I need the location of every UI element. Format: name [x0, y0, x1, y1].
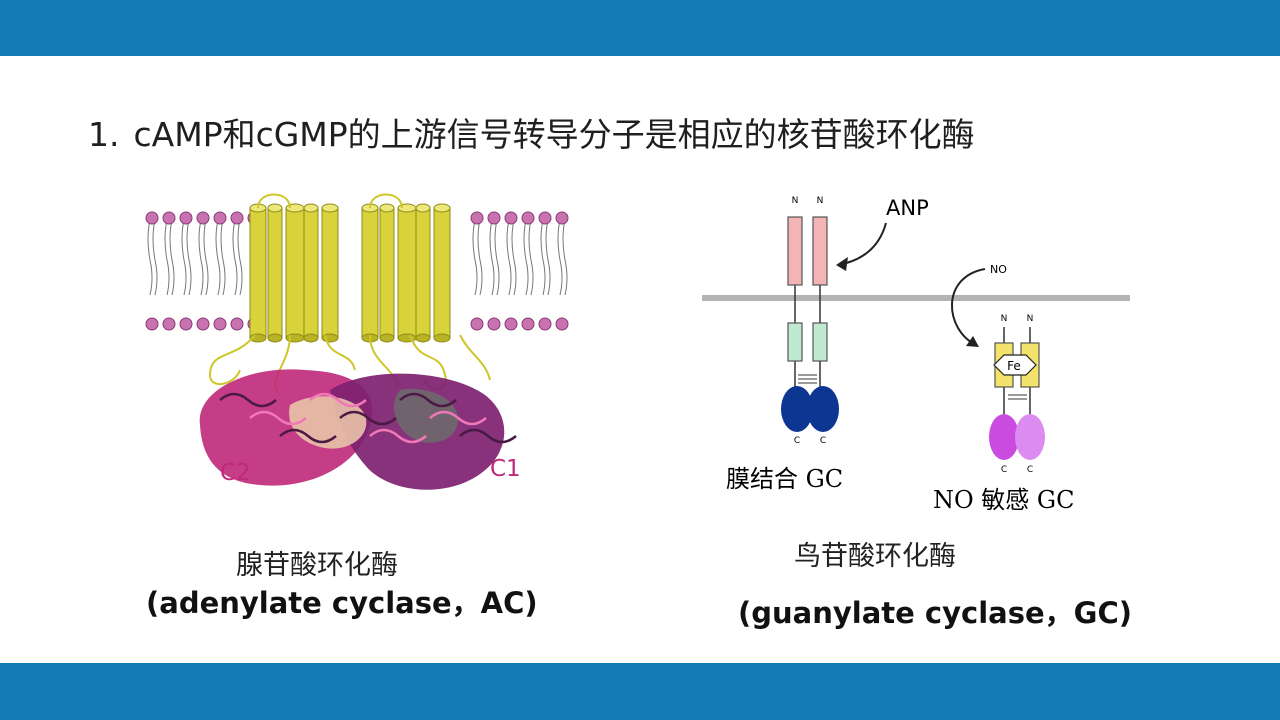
guanylate-cyclase-figure: N N C C ANP Fe N N C C NO 膜结合 GC NO 敏感 G… — [702, 196, 1130, 514]
kinase-like-domain-right — [812, 322, 828, 362]
n-terminus-label: N — [792, 196, 799, 206]
adenylate-cyclase-figure: C2 C1 — [145, 193, 569, 490]
gc-caption-english: (guanylate cyclase，GC) — [738, 596, 1132, 630]
transmembrane-helices — [249, 193, 451, 343]
label-c2: C2 — [220, 460, 251, 486]
top-banner — [0, 0, 1280, 56]
n-terminus-label: N — [817, 196, 824, 206]
title-number: 1. — [88, 115, 120, 154]
membrane-gc-label: 膜结合 GC — [726, 465, 843, 493]
anp-label: ANP — [886, 196, 929, 220]
kinase-like-domain-left — [787, 322, 803, 362]
anp-arrowhead — [836, 257, 848, 271]
no-arrow — [951, 268, 986, 346]
c-terminus-label: C — [1001, 465, 1007, 475]
catalytic-core — [199, 369, 517, 490]
no-sensitive-gc: Fe N N C C — [989, 314, 1045, 475]
lipid-bilayer — [145, 211, 569, 331]
anp-arrow — [837, 222, 887, 266]
ac-caption-chinese: 腺苷酸环化酶 — [236, 550, 398, 581]
bottom-banner — [0, 663, 1280, 720]
catalytic-domain-left — [781, 386, 813, 432]
n-terminus-label: N — [1001, 314, 1008, 324]
no-catalytic-domain-left — [989, 414, 1019, 460]
membrane-gc: N N C C — [781, 196, 839, 446]
slide-title: 1. cAMP和cGMP的上游信号转导分子是相应的核苷酸环化酶 — [88, 108, 975, 156]
no-ligand-label: NO — [990, 263, 1007, 276]
anp-binding-domain-right — [812, 216, 828, 286]
fe-heme-diamond — [993, 354, 1037, 376]
no-sensitive-gc-label: NO 敏感 GC — [933, 486, 1074, 514]
anp-binding-domain-left — [787, 216, 803, 286]
c-terminus-label: C — [794, 436, 800, 446]
c-terminus-label: C — [820, 436, 826, 446]
n-terminus-label: N — [1027, 314, 1034, 324]
gc-caption-chinese: 鸟苷酸环化酶 — [794, 541, 956, 572]
ac-caption-english: (adenylate cyclase，AC) — [146, 586, 538, 620]
label-c1: C1 — [490, 456, 521, 482]
fe-label: Fe — [1007, 359, 1021, 373]
title-text: cAMP和cGMP的上游信号转导分子是相应的核苷酸环化酶 — [133, 115, 975, 154]
catalytic-domain-right — [807, 386, 839, 432]
no-catalytic-domain-right — [1015, 414, 1045, 460]
no-arrowhead — [966, 336, 979, 347]
c-terminus-label: C — [1027, 465, 1033, 475]
